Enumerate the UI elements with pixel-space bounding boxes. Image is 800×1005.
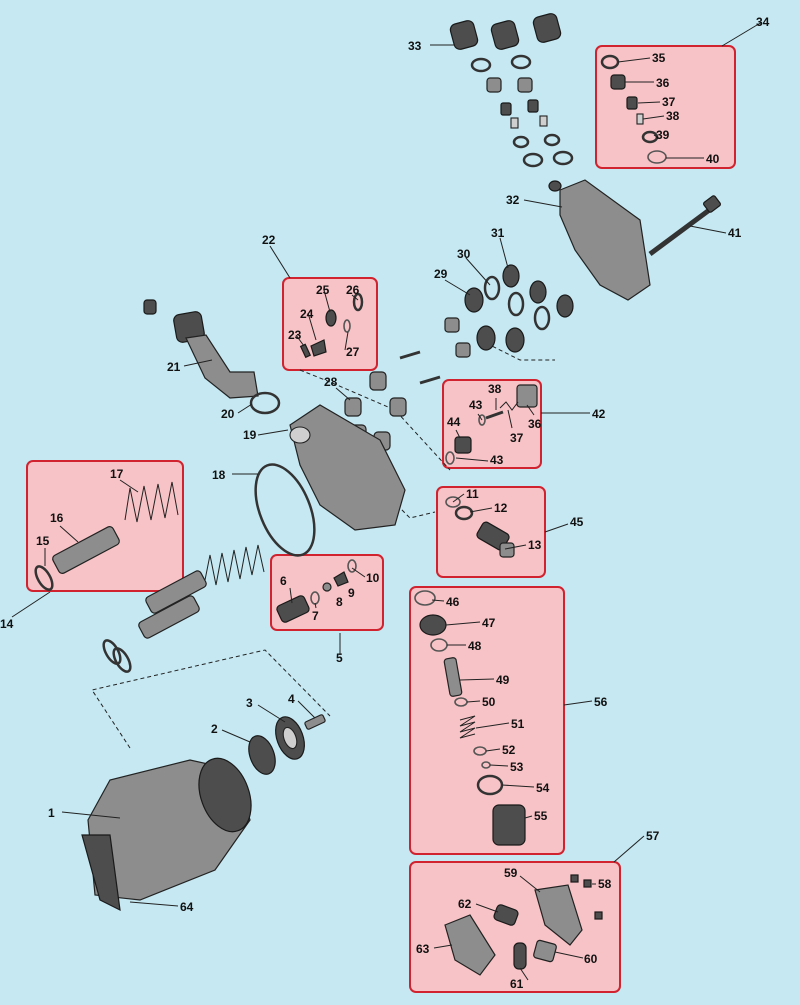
long-bolt-41: [648, 195, 722, 257]
part-number: 11: [466, 487, 479, 501]
part-number: 47: [482, 616, 496, 630]
part-number: 32: [506, 193, 520, 207]
part-number: 44: [447, 415, 461, 429]
seal-rings-group: [464, 264, 574, 353]
part-number: 40: [706, 152, 720, 166]
part-number: 14: [0, 617, 14, 631]
part-number: 24: [300, 307, 314, 321]
part-number: 37: [662, 95, 676, 109]
part-number: 58: [598, 877, 612, 891]
kit-box-34: [595, 45, 736, 169]
kit-14-parts: [34, 481, 179, 591]
part-number: 27: [346, 345, 360, 359]
kit-box-14: [26, 460, 184, 592]
part-number: 19: [243, 428, 257, 442]
pump-head-32: [559, 179, 651, 301]
part-number: 26: [346, 283, 360, 297]
valve-stack-group: [470, 54, 574, 168]
part-number: 28: [324, 375, 338, 389]
kit-22-parts: [299, 292, 364, 359]
part-number: 42: [592, 407, 606, 421]
part-number: 52: [502, 743, 516, 757]
part-number: 59: [504, 866, 518, 880]
part-number: 4: [288, 692, 295, 706]
part-number: 53: [510, 760, 524, 774]
assembly-dash-right: [479, 339, 555, 361]
part-number: 31: [491, 226, 505, 240]
part-number: 56: [594, 695, 608, 709]
manifold-port: [289, 426, 311, 444]
part-number: 8: [336, 595, 343, 609]
part-number: 57: [646, 829, 660, 843]
part-number: 7: [312, 609, 319, 623]
part-number: 38: [488, 382, 502, 396]
oring-20: [249, 391, 281, 415]
kit-42-parts: [445, 384, 538, 465]
assembly-dash-center: [299, 369, 451, 471]
large-oring-18: [254, 463, 316, 557]
part-number: 13: [528, 538, 542, 552]
part-number: 30: [457, 247, 471, 261]
outlet-fitting-21: [143, 299, 259, 399]
part-number: 45: [570, 515, 584, 529]
part-number: 36: [528, 417, 542, 431]
part-number: 48: [468, 639, 482, 653]
part-number: 5: [336, 651, 343, 665]
part-number: 18: [212, 468, 226, 482]
part-number: 23: [288, 328, 302, 342]
part-number: 21: [167, 360, 181, 374]
part-number: 3: [246, 696, 253, 710]
part-number: 63: [416, 942, 430, 956]
kit-45-parts: [445, 496, 515, 558]
part-number: 43: [490, 453, 504, 467]
head-screw: [548, 180, 562, 192]
part-number: 22: [262, 233, 276, 247]
kit-box-56: [409, 586, 565, 855]
part-number: 25: [316, 283, 330, 297]
leader-lines: [11, 21, 763, 981]
part-number: 61: [510, 977, 524, 991]
part-number: 29: [434, 267, 448, 281]
part-number: 16: [50, 511, 64, 525]
part-number: 15: [36, 534, 50, 548]
part-number: 49: [496, 673, 510, 687]
part-number: 39: [656, 128, 670, 142]
part-number: 20: [221, 407, 235, 421]
part-number: 46: [446, 595, 460, 609]
part-number: 64: [180, 900, 194, 914]
part-number: 35: [652, 51, 666, 65]
part-number: 34: [756, 15, 770, 29]
electric-motor-1: [81, 757, 252, 912]
part-number: 2: [211, 722, 218, 736]
part-number: 55: [534, 809, 548, 823]
plug-caps-group: [449, 13, 562, 50]
part-number: 17: [110, 467, 124, 481]
part-number: 36: [656, 76, 670, 90]
part-number: 43: [469, 398, 483, 412]
part-number: 10: [366, 571, 380, 585]
part-number: 54: [536, 781, 550, 795]
part-number: 62: [458, 897, 472, 911]
part-number: 9: [348, 586, 355, 600]
part-number: 33: [408, 39, 422, 53]
part-number: 51: [511, 717, 525, 731]
part-number: 6: [280, 574, 287, 588]
springs-pistons-group: [102, 544, 265, 673]
part-number: 41: [728, 226, 742, 240]
part-number: 60: [584, 952, 598, 966]
part-number: 50: [482, 695, 496, 709]
crank-parts-group: [248, 714, 326, 775]
part-number: 37: [510, 431, 524, 445]
part-number: 38: [666, 109, 680, 123]
part-labels: 1 2 3 4 5 6 7 8 9 10 11 12 13 14 15 16 1…: [0, 15, 770, 991]
part-number: 12: [494, 501, 508, 515]
part-number: 1: [48, 806, 55, 820]
manifold-19: [289, 404, 406, 531]
